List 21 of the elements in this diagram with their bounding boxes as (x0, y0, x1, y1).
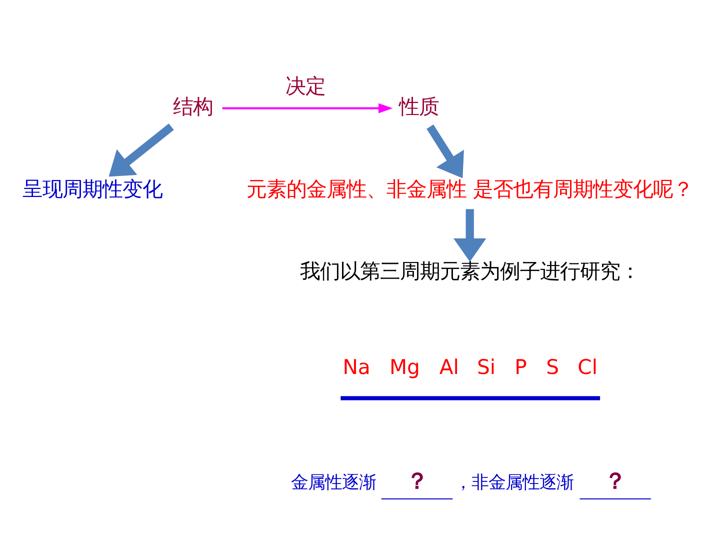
label: Cl (578, 354, 598, 379)
label: S (546, 354, 560, 379)
node-text: 元素的金属性、非金属性 是否也有周期性变化呢？ (246, 176, 694, 201)
node-text: 呈现周期性变化 (22, 176, 162, 201)
arrow (454, 209, 486, 262)
arrow (426, 124, 464, 178)
label: ？ (406, 468, 428, 494)
label: ？ (604, 468, 626, 494)
node-text: 性质 (398, 94, 439, 118)
label: Mg (390, 354, 420, 379)
edge-label: 决定 (286, 74, 326, 98)
label: Al (439, 354, 459, 379)
node-text: 结构 (173, 94, 214, 118)
label: P (514, 354, 527, 379)
label: ，非金属性逐渐 (454, 472, 574, 493)
arrow (222, 103, 393, 114)
node-text: 我们以第三周期元素为例子进行研究： (300, 259, 640, 284)
label: Si (476, 354, 496, 379)
arrow (108, 124, 174, 177)
label: Na (342, 354, 370, 379)
label: 金属性逐渐 (290, 472, 376, 493)
